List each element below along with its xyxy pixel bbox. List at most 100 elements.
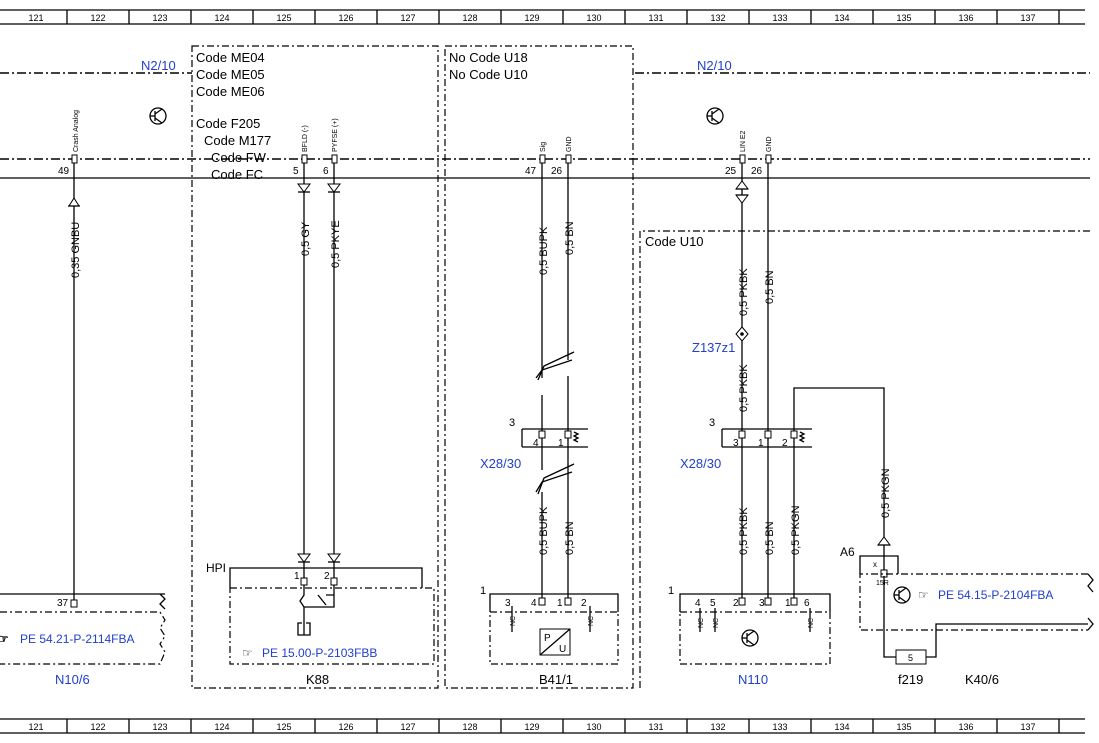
svg-text:N10/6: N10/6 — [55, 672, 90, 687]
svg-text:3: 3 — [733, 438, 739, 449]
wire-bupk: 0,5 BUPK 0,5 BUPK — [538, 163, 550, 598]
svg-text:0,5 PKYE: 0,5 PKYE — [330, 220, 342, 268]
svg-text:25: 25 — [725, 166, 737, 177]
svg-text:2: 2 — [581, 598, 587, 609]
svg-text:☞: ☞ — [918, 588, 929, 602]
transistor-icon — [893, 586, 911, 604]
component-a6: A6 x 15R ☞ PE 54.15-P-2104FBA — [840, 536, 1094, 658]
code-me05: Code ME05 — [196, 67, 265, 82]
grid-label: 127 — [400, 13, 415, 23]
code-fc: Code FC — [211, 167, 263, 182]
grid-label: 131 — [648, 13, 663, 23]
grid-label: 123 — [152, 722, 167, 732]
pin-bfld: BFLD (-) 5 — [293, 125, 309, 177]
connector-x28-left: 3 4 1 X28/30 — [480, 417, 588, 471]
svg-text:GND: GND — [766, 136, 773, 152]
wire-bn-1: 0,5 BN 0,5 BN — [564, 163, 576, 598]
grid-label: 133 — [772, 722, 787, 732]
grid-label: 128 — [462, 722, 477, 732]
grid-label: 123 — [152, 13, 167, 23]
svg-text:6: 6 — [323, 166, 329, 177]
grid-label: 121 — [28, 13, 43, 23]
svg-text:2: 2 — [782, 438, 788, 449]
grid-label: 132 — [710, 722, 725, 732]
svg-text:B41/1: B41/1 — [539, 672, 573, 687]
svg-text:0,5 BUPK: 0,5 BUPK — [538, 226, 550, 275]
grid-label: 134 — [834, 722, 849, 732]
svg-text:NC: NC — [808, 618, 815, 628]
svg-text:U: U — [559, 644, 566, 655]
no-code-u10: No Code U10 — [449, 67, 528, 82]
svg-text:0,35 GNBU: 0,35 GNBU — [70, 222, 82, 278]
grid-label: 122 — [90, 13, 105, 23]
grid-label: 124 — [214, 13, 229, 23]
grid-label: 126 — [338, 13, 353, 23]
svg-text:NC: NC — [698, 618, 705, 628]
twist-mark — [535, 471, 573, 493]
svg-text:4: 4 — [533, 438, 539, 449]
svg-text:X28/30: X28/30 — [480, 456, 521, 471]
svg-text:LIN E2: LIN E2 — [740, 130, 747, 152]
svg-text:BFLD (-): BFLD (-) — [302, 125, 309, 152]
svg-text:☞: ☞ — [0, 632, 9, 646]
svg-text:PYFSE (+): PYFSE (+) — [332, 118, 339, 152]
svg-text:0,5 BUPK: 0,5 BUPK — [538, 506, 550, 555]
svg-text:6: 6 — [804, 598, 810, 609]
svg-text:4: 4 — [531, 598, 537, 609]
grid-label: 125 — [276, 722, 291, 732]
svg-text:0,5 BN: 0,5 BN — [564, 221, 576, 255]
grid-label: 128 — [462, 13, 477, 23]
pin-gnd-1: GND 26 — [551, 136, 573, 177]
svg-text:0,5 BN: 0,5 BN — [764, 270, 776, 304]
svg-text:3: 3 — [505, 598, 511, 609]
grid-label: 132 — [710, 13, 725, 23]
code-me06: Code ME06 — [196, 84, 265, 99]
grid-label: 125 — [276, 13, 291, 23]
svg-text:1: 1 — [785, 598, 791, 609]
svg-text:P: P — [544, 633, 551, 644]
svg-text:26: 26 — [751, 166, 763, 177]
wire-bn-2: 0,5 BN 0,5 BN — [764, 163, 776, 598]
module-label-left: N2/10 — [141, 58, 176, 73]
svg-text:HPI: HPI — [206, 561, 226, 575]
grid-label: 136 — [958, 13, 973, 23]
component-b41-1: 1 3 4 1 2 NC NC P U B41/1 — [480, 585, 619, 687]
svg-text:0,5 PKBK: 0,5 PKBK — [738, 364, 750, 412]
svg-text:1: 1 — [558, 438, 564, 449]
svg-text:47: 47 — [525, 166, 537, 177]
transistor-icon — [149, 107, 167, 125]
svg-text:0,5 PKBK: 0,5 PKBK — [738, 268, 750, 316]
svg-text:1: 1 — [294, 571, 300, 582]
grid-label: 126 — [338, 722, 353, 732]
svg-text:0,5 PKGN: 0,5 PKGN — [880, 468, 892, 518]
no-code-frame — [444, 45, 634, 689]
component-n10-6: 37 ☞ PE 54.21-P-2114FBA N10/6 — [0, 593, 166, 687]
svg-text:26: 26 — [551, 166, 563, 177]
svg-text:5: 5 — [908, 653, 913, 663]
module-label-right: N2/10 — [697, 58, 732, 73]
svg-text:Sig: Sig — [540, 142, 547, 152]
code-f205: Code F205 — [196, 116, 260, 131]
grid-label: 133 — [772, 13, 787, 23]
svg-text:☞: ☞ — [242, 646, 253, 660]
svg-text:4: 4 — [695, 598, 701, 609]
svg-text:1: 1 — [668, 585, 674, 597]
code-u10-label: Code U10 — [645, 234, 704, 249]
pin-line2: LIN E2 25 — [725, 130, 747, 177]
svg-text:1: 1 — [758, 438, 764, 449]
grid-label: 130 — [586, 722, 601, 732]
svg-text:Crash Analog: Crash Analog — [73, 110, 80, 152]
wire-pkbk: 0,5 PKBK 0,5 PKBK 0,5 PKBK — [735, 163, 750, 598]
svg-text:3: 3 — [509, 417, 515, 429]
svg-text:0,5 BN: 0,5 BN — [564, 521, 576, 555]
svg-text:PE 54.21-P-2114FBA: PE 54.21-P-2114FBA — [20, 632, 135, 646]
transistor-icon — [706, 107, 724, 125]
svg-text:N110: N110 — [738, 672, 768, 687]
svg-text:PE 15.00-P-2103FBB: PE 15.00-P-2103FBB — [262, 646, 377, 660]
grid-label: 137 — [1020, 13, 1035, 23]
grid-label: 122 — [90, 722, 105, 732]
no-code-u18: No Code U18 — [449, 50, 528, 65]
